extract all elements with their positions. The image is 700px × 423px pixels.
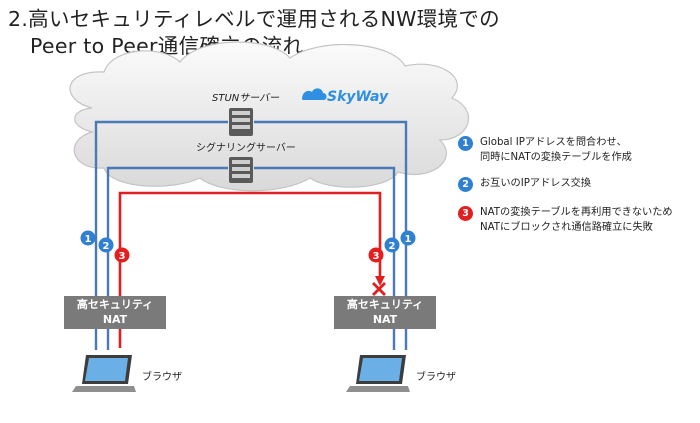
- block-x-icon: [372, 282, 386, 296]
- nat-right-line1: 高セキュリティ: [346, 298, 424, 311]
- svg-text:2: 2: [103, 241, 110, 252]
- stun-server-icon: [229, 108, 253, 136]
- svg-text:3: 3: [373, 251, 380, 262]
- skyway-logo: SkyWay: [302, 88, 389, 105]
- laptop-left-icon: [72, 355, 136, 392]
- legend-3-line-1: NATの変換テーブルを再利用できないため: [480, 207, 673, 218]
- nat-left-line1: 高セキュリティ: [76, 298, 154, 311]
- nat-box-right: 高セキュリティ NAT: [334, 296, 436, 329]
- marker-3-left: 3: [114, 247, 130, 263]
- path-3-red: [118, 191, 385, 348]
- marker-1-right: 1: [400, 230, 416, 246]
- path-1-right: [254, 120, 408, 350]
- svg-text:1: 1: [405, 234, 412, 245]
- marker-2-right: 2: [384, 237, 400, 253]
- browser-right-label: ブラウザ: [416, 370, 456, 383]
- path-2-left: [106, 166, 228, 350]
- svg-text:3: 3: [119, 251, 126, 262]
- nat-box-left: 高セキュリティ NAT: [64, 296, 166, 329]
- svg-text:1: 1: [85, 234, 92, 245]
- legend-badge-2: 2: [458, 177, 473, 192]
- nat-right-line2: NAT: [372, 313, 398, 326]
- signaling-label: シグナリングサーバー: [196, 141, 296, 154]
- title-line-1: 2.高いセキュリティレベルで運用されるNW環境での: [8, 7, 500, 31]
- signaling-server-icon: [229, 157, 253, 183]
- legend-1-line-2: 同時にNATの変換テーブルを作成: [480, 152, 632, 163]
- marker-2-left: 2: [98, 237, 114, 253]
- cloud-shape: [69, 41, 470, 192]
- browser-left-label: ブラウザ: [142, 370, 182, 383]
- path-2-right: [254, 166, 396, 350]
- legend-badge-1: 1: [458, 136, 473, 151]
- svg-text:2: 2: [389, 241, 396, 252]
- legend-1-line-1: Global IPアドレスを問合わせ、: [480, 137, 627, 148]
- legend-item-2: 2 お互いのIPアドレス交換: [458, 176, 591, 192]
- legend-3-line-2: NATにブロックされ通信路確立に失敗: [480, 222, 653, 233]
- legend-item-3: 3 NATの変換テーブルを再利用できないため NATにブロックされ通信路確立に失…: [458, 205, 673, 235]
- laptop-right-icon: [346, 355, 410, 392]
- nat-left-line2: NAT: [102, 313, 128, 326]
- skyway-logo-text: SkyWay: [327, 89, 389, 105]
- legend-badge-3: 3: [458, 206, 473, 221]
- legend-2-line-1: お互いのIPアドレス交換: [480, 178, 592, 189]
- marker-3-right: 3: [368, 247, 384, 263]
- stun-label: STUNサーバー: [212, 92, 280, 104]
- marker-1-left: 1: [80, 230, 96, 246]
- path-1-left: [94, 120, 228, 350]
- legend-item-1: 1 Global IPアドレスを問合わせ、 同時にNATの変換テーブルを作成: [458, 135, 632, 165]
